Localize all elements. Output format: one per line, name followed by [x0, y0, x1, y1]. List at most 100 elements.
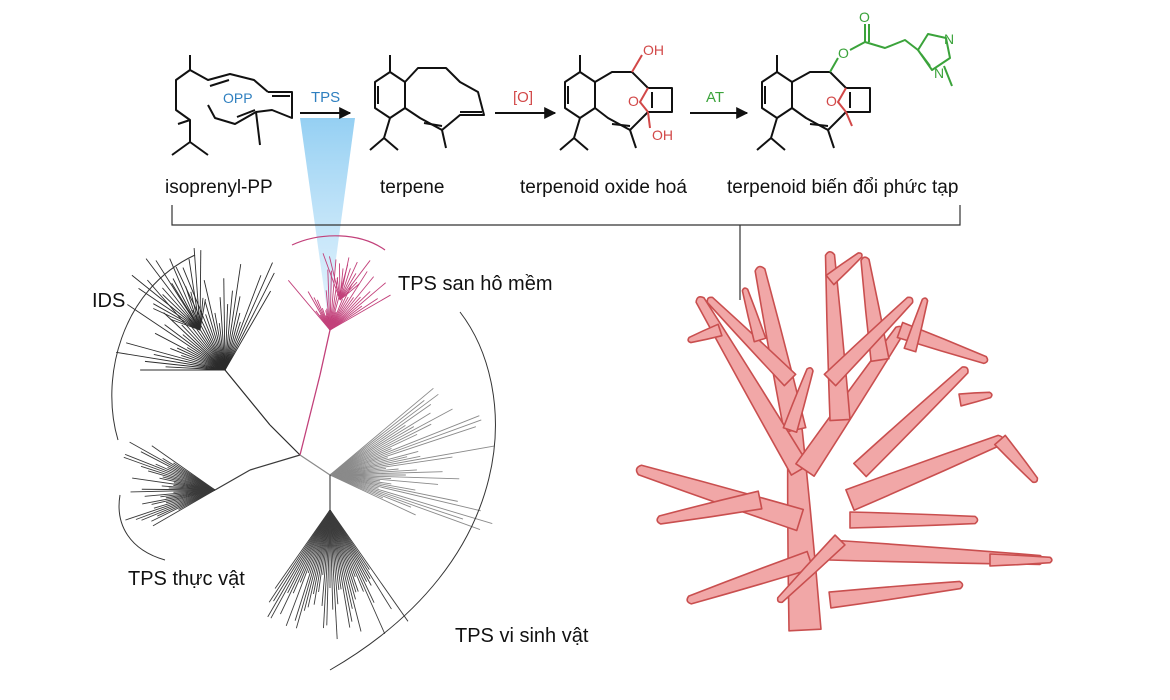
coral-branch: [686, 550, 814, 605]
tree-leaf-coral: [329, 282, 386, 331]
tree-leaf-microbe: [268, 509, 331, 603]
tree-leaf-coral: [339, 273, 357, 301]
tps-arrow-label: TPS: [311, 89, 340, 106]
tree-leaf-microbe: [329, 393, 439, 476]
tree-leaf-microbe: [329, 474, 439, 485]
tree-leaf-microbe: [329, 509, 353, 622]
tree-leaf-coral: [329, 294, 391, 331]
tree-leaf-ids: [155, 260, 201, 331]
tree-branch-plant: [214, 469, 251, 491]
tree-leaf-plant: [130, 489, 216, 493]
tree-leaf-plant: [129, 441, 216, 491]
tree-leaf-microbe: [329, 456, 453, 476]
tree-leaf-microbe: [329, 474, 493, 525]
tree-leaf-ids: [127, 304, 226, 371]
label-complex-terpenoid: terpenoid biến đổi phức tạp: [727, 177, 958, 198]
tree-leaf-ids: [116, 351, 226, 371]
tree-leaf-ids: [185, 286, 201, 331]
phylogenetic-tree: [116, 248, 495, 640]
tree-leaf-coral: [339, 281, 358, 301]
tree-leaf-microbe: [329, 426, 477, 476]
o-atom-bridge: O: [628, 93, 639, 109]
tree-leaf-ids: [181, 324, 226, 371]
tree-leaf-ids: [204, 300, 226, 371]
tree-leaf-ids: [199, 250, 202, 331]
tree-leaf-plant: [135, 489, 216, 520]
tree-leaf-coral: [329, 298, 378, 331]
coral-branch: [849, 511, 979, 529]
tree-leaf-microbe: [329, 455, 421, 476]
label-plant-tps: TPS thực vật: [128, 568, 245, 590]
tree-leaf-ids: [163, 312, 226, 371]
coral-branch: [823, 296, 914, 387]
ids-clade-arc: [111, 254, 196, 441]
tree-leaf-ids: [188, 323, 226, 371]
tree-branch-plant: [249, 454, 301, 471]
tree-branch-microbe: [299, 454, 331, 476]
tps-beam: [300, 118, 355, 318]
tree-leaf-ids: [188, 258, 201, 331]
connector-bracket: [171, 205, 961, 300]
tree-leaf-microbe: [329, 474, 464, 520]
tree-leaf-ids: [223, 278, 226, 371]
tree-leaf-microbe: [329, 408, 453, 476]
tree-leaf-ids: [169, 258, 201, 331]
coral-branch: [903, 297, 929, 353]
tree-leaf-ids: [144, 360, 226, 371]
tree-leaf-ids: [203, 280, 226, 371]
tree-leaf-microbe: [329, 423, 432, 476]
coral-branch: [687, 323, 723, 344]
tree-leaf-coral: [339, 268, 351, 301]
label-terpene: terpene: [380, 177, 444, 198]
terpene-structure: [369, 55, 485, 151]
tree-leaf-ids: [224, 290, 233, 371]
tree-leaf-coral: [328, 256, 341, 301]
label-isoprenyl-pp: isoprenyl-PP: [165, 177, 273, 198]
tree-leaf-microbe: [329, 445, 495, 476]
oxidized-epoxide: [631, 54, 651, 129]
plant-clade-arc: [118, 494, 166, 561]
coral-branch: [741, 287, 767, 343]
tree-leaf-coral: [339, 260, 371, 301]
tree-leaf-coral: [339, 257, 350, 301]
coral-branch: [852, 366, 969, 478]
tree-leaf-coral: [329, 276, 375, 331]
tree-leaf-ids: [165, 366, 226, 371]
coral-branch: [993, 434, 1039, 484]
tree-leaf-ids: [164, 324, 226, 371]
tree-branch-ids: [224, 369, 271, 426]
o-atom-bridge-2: O: [826, 93, 837, 109]
tree-leaf-ids: [224, 272, 275, 371]
tree-leaf-plant: [140, 451, 216, 491]
tree-leaf-microbe: [329, 509, 351, 628]
tree-leaf-ids: [224, 290, 272, 371]
oxidized-terpenoid-structure: [559, 55, 673, 151]
tree-leaf-ids: [145, 258, 201, 331]
isoprenyl-pp-structure: [171, 55, 293, 156]
tree-leaf-ids: [219, 297, 226, 371]
opp-atom: OPP: [223, 90, 253, 106]
tree-leaf-ids: [162, 287, 201, 331]
tree-leaf-ids: [224, 296, 241, 371]
tree-leaf-ids: [153, 308, 201, 331]
tree-leaf-coral: [339, 261, 358, 301]
oh-atom-bottom: OH: [652, 127, 673, 143]
microbe-clade-arc: [329, 311, 496, 671]
tree-leaf-ids: [190, 291, 201, 331]
tree-leaf-coral: [329, 291, 371, 331]
tree-leaf-microbe: [280, 509, 331, 615]
tree-leaf-ids: [131, 274, 201, 331]
tree-leaf-microbe: [307, 509, 331, 608]
tree-leaf-coral: [339, 283, 360, 301]
tree-leaf-coral: [327, 269, 331, 331]
tree-leaf-microbe: [285, 509, 331, 627]
tree-leaf-microbe: [329, 474, 458, 502]
tree-leaf-microbe: [329, 412, 431, 476]
tree-leaf-plant: [132, 477, 216, 491]
tree-leaf-ids: [224, 312, 241, 371]
tree-leaf-ids: [199, 299, 206, 331]
tree-leaf-ids: [224, 304, 229, 371]
tree-leaf-microbe: [313, 509, 331, 605]
tree-leaf-coral: [322, 253, 341, 301]
